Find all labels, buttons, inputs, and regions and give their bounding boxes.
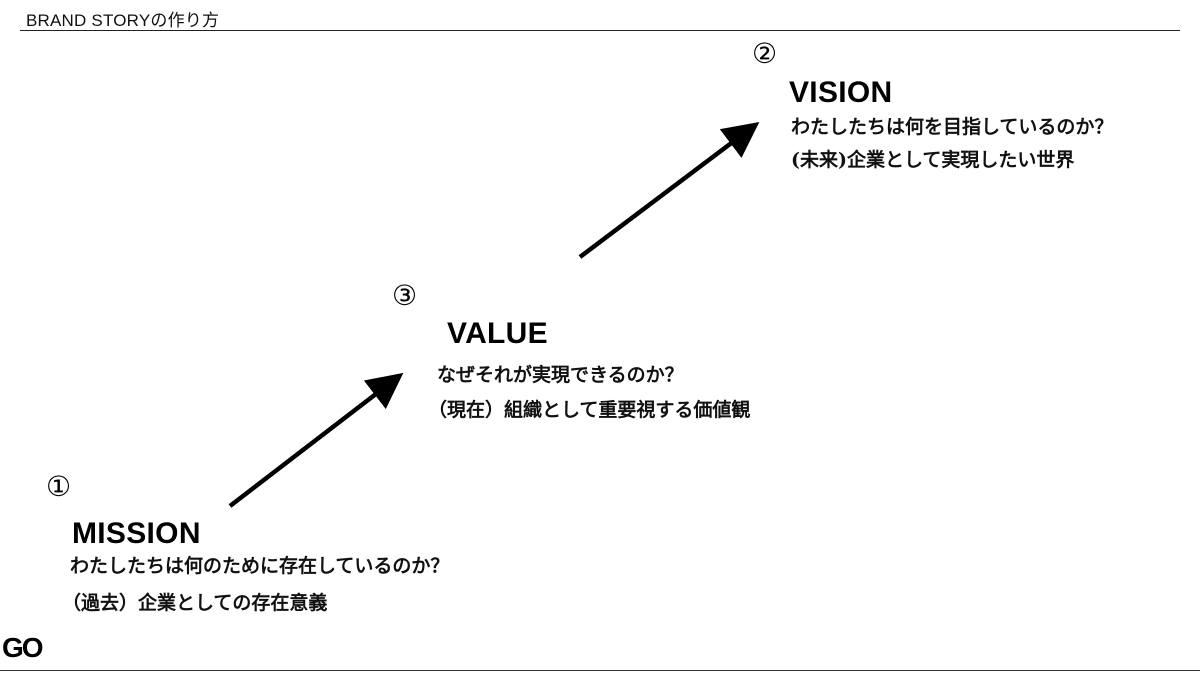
- value-number: ③: [392, 280, 418, 311]
- value-description: （現在）組織として重要視する価値観: [428, 399, 751, 421]
- logo-mark: GO: [2, 632, 44, 663]
- arrow-mission-to-value: [228, 372, 404, 508]
- header-divider: [20, 30, 1180, 31]
- company-logo: GO: [2, 634, 53, 664]
- mission-question: わたしたちは何のために存在しているのか？: [70, 555, 450, 577]
- footer-divider: [0, 670, 1200, 671]
- slide-title: BRAND STORYの作り方: [26, 11, 220, 30]
- arrow-value-to-vision: [578, 121, 760, 259]
- vision-description: (未来)企業として実現したい世界: [791, 149, 1075, 171]
- logo-small-print: [45, 636, 53, 639]
- mission-heading: MISSION: [72, 517, 201, 550]
- mission-description: （過去）企業としての存在意義: [62, 592, 328, 614]
- mission-number: ①: [46, 471, 72, 502]
- vision-heading: VISION: [789, 76, 893, 109]
- vision-number: ②: [752, 38, 778, 69]
- value-question: なぜそれが実現できるのか？: [437, 364, 684, 386]
- vision-question: わたしたちは何を目指しているのか？: [791, 116, 1114, 138]
- value-heading: VALUE: [447, 317, 548, 350]
